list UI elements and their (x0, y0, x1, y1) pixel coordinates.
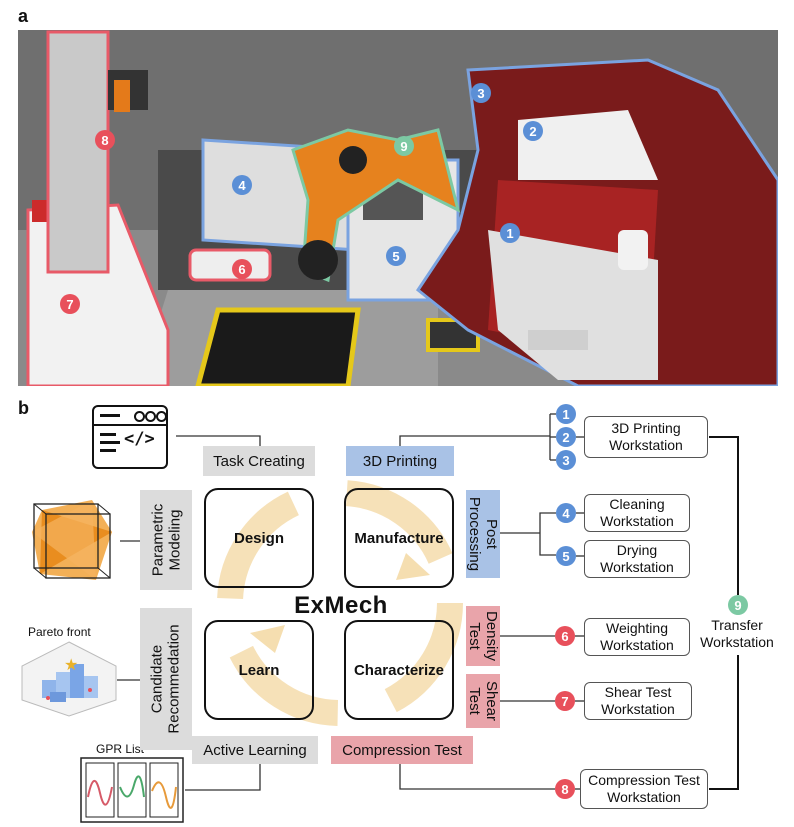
code-window-icon: </> (92, 405, 168, 469)
density-test-tag: Density Test (466, 606, 500, 666)
step-4-badge: 4 (556, 503, 576, 523)
compression-test-tag: Compression Test (331, 736, 473, 764)
weighting-workstation: Weighting Workstation (584, 618, 690, 656)
design-box: Design (204, 488, 314, 588)
step-5-badge: 5 (556, 546, 576, 566)
learn-box: Learn (204, 620, 314, 720)
marker-7: 7 (60, 294, 80, 314)
lab-photo (18, 30, 778, 386)
exmech-title: ExMech (294, 592, 388, 619)
svg-text:★: ★ (64, 655, 78, 674)
step-3-badge: 3 (556, 450, 576, 470)
3d-printing-tag: 3D Printing (346, 446, 454, 476)
parametric-cube-icon (32, 500, 112, 580)
printing-workstation: 3D Printing Workstation (584, 416, 708, 458)
task-creating-tag: Task Creating (203, 446, 315, 476)
parametric-modeling-tag: Parametric Modeling (140, 490, 192, 590)
marker-3: 3 (471, 83, 491, 103)
manufacture-box: Manufacture (344, 488, 454, 588)
marker-1: 1 (500, 223, 520, 243)
marker-4: 4 (232, 175, 252, 195)
marker-5: 5 (386, 246, 406, 266)
panel-label-a: a (18, 6, 29, 26)
shear-test-tag: Shear Test (466, 674, 500, 728)
characterize-box: Characterize (344, 620, 454, 720)
marker-6: 6 (232, 259, 252, 279)
marker-8: 8 (95, 130, 115, 150)
step-7-badge: 7 (555, 691, 575, 711)
active-learning-tag: Active Learning (192, 736, 318, 764)
drying-workstation: Drying Workstation (584, 540, 690, 578)
transfer-workstation-label: Transfer Workstation (694, 617, 780, 651)
gpr-list-icon (80, 757, 184, 823)
shear-workstation: Shear Test Workstation (584, 682, 692, 720)
marker-2: 2 (523, 121, 543, 141)
step-2-badge: 2 (556, 427, 576, 447)
step-9-badge: 9 (728, 595, 748, 615)
post-processing-tag: Post Processing (466, 490, 500, 578)
panel-label-b: b (18, 398, 29, 418)
step-6-badge: 6 (555, 626, 575, 646)
pareto-front-label: Pareto front (28, 625, 91, 639)
step-8-badge: 8 (555, 779, 575, 799)
cleaning-workstation: Cleaning Workstation (584, 494, 690, 532)
gpr-list-label: GPR List (96, 742, 145, 756)
step-1-badge: 1 (556, 404, 576, 424)
marker-9: 9 (394, 136, 414, 156)
compression-workstation: Compression Test Workstation (580, 769, 708, 809)
candidate-recommendation-tag: Candidate Recommedation (140, 608, 192, 750)
pareto-front-icon: ★ (21, 641, 117, 717)
